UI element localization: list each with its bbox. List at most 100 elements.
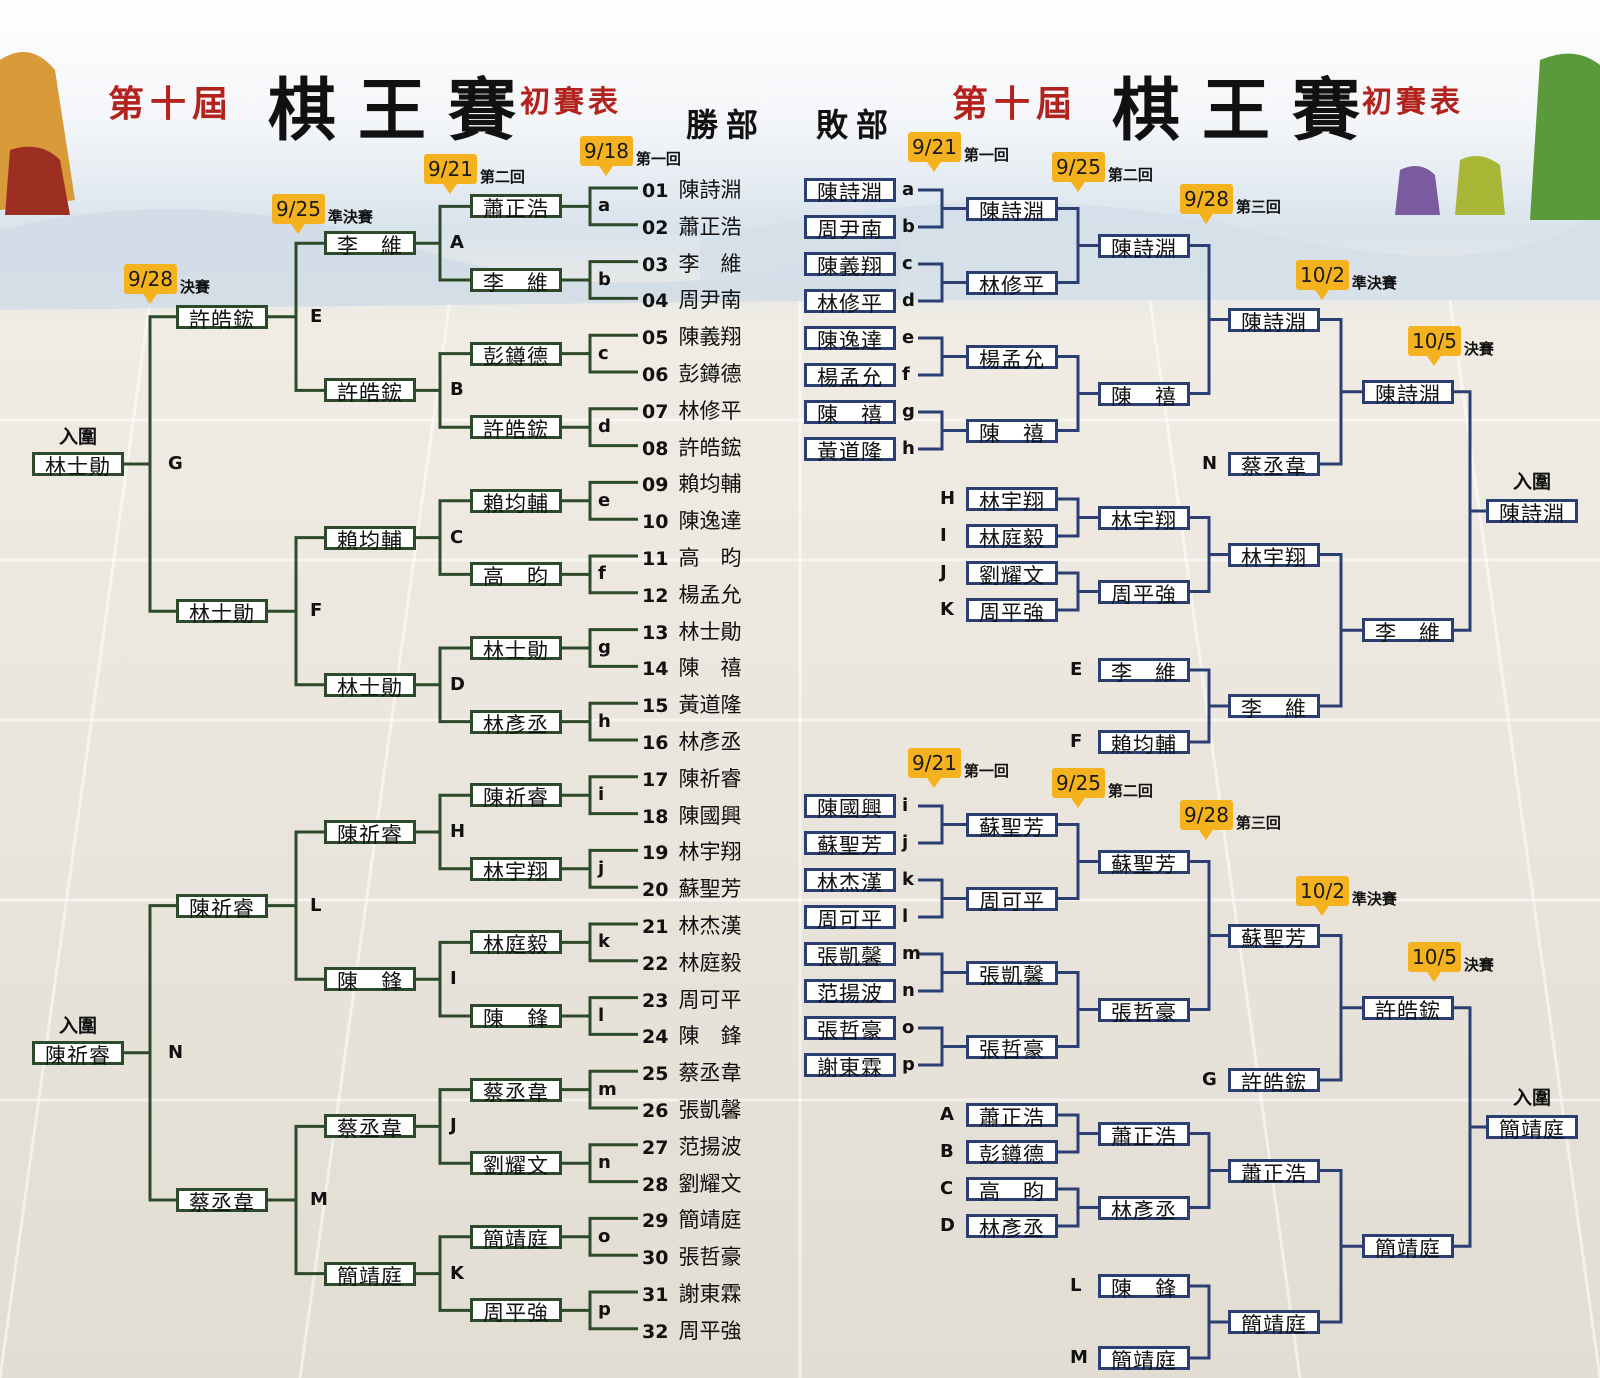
- match-label: H: [450, 821, 466, 842]
- match-line: [918, 952, 966, 993]
- round-label: 準決賽: [327, 208, 373, 226]
- entrant-box: 張哲豪: [804, 1016, 896, 1043]
- match-line: [562, 996, 638, 1036]
- edition-label-right: 第十屆: [952, 83, 1079, 125]
- match-label: C: [940, 1178, 954, 1199]
- tournament-title-right: 棋王賽: [1112, 71, 1383, 151]
- winner-box: 張哲豪: [966, 1034, 1058, 1062]
- match-line: [562, 1216, 638, 1257]
- seed-number: 18: [642, 805, 669, 828]
- match-line: [918, 262, 966, 303]
- entrant-box: 林宇翔: [966, 487, 1058, 514]
- seed-player-name: 林修平: [678, 398, 742, 423]
- entrant-box: 周平強: [966, 598, 1058, 625]
- winner-box: 彭鐏德: [470, 341, 562, 369]
- winner-box: 林宇翔: [1098, 505, 1190, 533]
- seed-number: 02: [642, 216, 669, 239]
- winner-box: 李 維: [324, 231, 416, 258]
- seed-player-name: 許皓鋐: [678, 435, 742, 460]
- winner-box: 陳詩淵: [1362, 379, 1454, 407]
- winner-box: 陳 鋒: [324, 967, 416, 994]
- winner-box: 陳 鋒: [470, 1004, 562, 1031]
- winner-box: 李 維: [470, 268, 562, 295]
- match-label: m: [598, 1078, 617, 1100]
- match-line: [1190, 1132, 1228, 1209]
- entrant-box: 林庭毅: [966, 524, 1058, 551]
- seed-player-name: 彭鐏德: [678, 362, 742, 386]
- entrant-box: 蕭正浩: [966, 1103, 1058, 1130]
- match-label: h: [598, 710, 611, 732]
- seed-player-name: 陳 禧: [678, 656, 742, 681]
- match-line: [562, 554, 638, 595]
- match-label: b: [902, 216, 915, 237]
- match-line: [1190, 244, 1228, 395]
- match-line: [1454, 390, 1486, 632]
- seed-number: 06: [642, 364, 669, 386]
- winner-box: 簡靖庭: [470, 1224, 562, 1252]
- match-label: E: [310, 305, 323, 327]
- seed-number: 32: [642, 1320, 669, 1343]
- match-label: K: [940, 599, 954, 620]
- match-line: [268, 536, 324, 687]
- winner-box: 林宇翔: [470, 856, 562, 884]
- seed-number: 17: [642, 768, 669, 791]
- winner-box: 陳祈睿: [324, 820, 416, 847]
- match-line: [562, 848, 638, 889]
- date-tag: 9/25: [272, 194, 325, 234]
- round-label: 第二回: [1107, 166, 1153, 184]
- seed-entry: 03 李 維: [642, 248, 741, 278]
- match-label: M: [310, 1189, 328, 1210]
- round-label: 第二回: [1107, 782, 1153, 800]
- date-tag: 10/5: [1408, 941, 1461, 982]
- seed-player-name: 張哲豪: [678, 1245, 742, 1270]
- qualifier-box: 簡靖庭: [1486, 1115, 1578, 1142]
- match-label: k: [598, 931, 610, 953]
- seed-player-name: 高 昀: [678, 546, 742, 570]
- match-line: [1320, 553, 1362, 708]
- seed-player-name: 李 維: [678, 251, 742, 276]
- match-label: N: [1202, 453, 1218, 474]
- winner-box: 許皓鋐: [1362, 995, 1454, 1023]
- subtitle-right: 初賽表: [1362, 85, 1464, 120]
- winner-box: 陳祈睿: [470, 783, 562, 810]
- seed-player-name: 賴均輔: [678, 472, 742, 497]
- match-line: [918, 336, 966, 377]
- winner-box: 簡靖庭: [1228, 1310, 1320, 1337]
- match-line: [562, 775, 638, 816]
- match-line: [1058, 971, 1098, 1048]
- match-line: [268, 241, 324, 392]
- seed-player-name: 周尹南: [678, 288, 742, 313]
- match-line: [1190, 668, 1228, 744]
- match-label: F: [310, 600, 323, 622]
- winner-box: 陳祈睿: [176, 893, 268, 921]
- match-label: c: [598, 342, 609, 364]
- match-line: [562, 701, 638, 742]
- match-label: m: [902, 943, 921, 964]
- entrant-box: 彭鐏德: [966, 1140, 1058, 1167]
- seed-number: 16: [642, 732, 669, 754]
- match-line: [562, 186, 638, 227]
- match-line: [562, 260, 638, 300]
- winner-box: 張凱馨: [966, 960, 1058, 988]
- seed-number: 22: [642, 952, 669, 975]
- seed-number: 25: [642, 1063, 669, 1086]
- match-line: [918, 188, 966, 229]
- entrant-box: 高 昀: [966, 1177, 1058, 1204]
- match-label: p: [598, 1299, 611, 1321]
- winner-box: 蔡丞韋: [470, 1077, 562, 1105]
- seed-player-name: 林士勛: [678, 619, 742, 644]
- mountain-left-icon: [0, 52, 75, 215]
- qualifier-caption: 入圍: [1512, 471, 1551, 493]
- seed-number: 03: [642, 253, 669, 276]
- match-label: J: [940, 562, 947, 583]
- match-line: [918, 410, 966, 451]
